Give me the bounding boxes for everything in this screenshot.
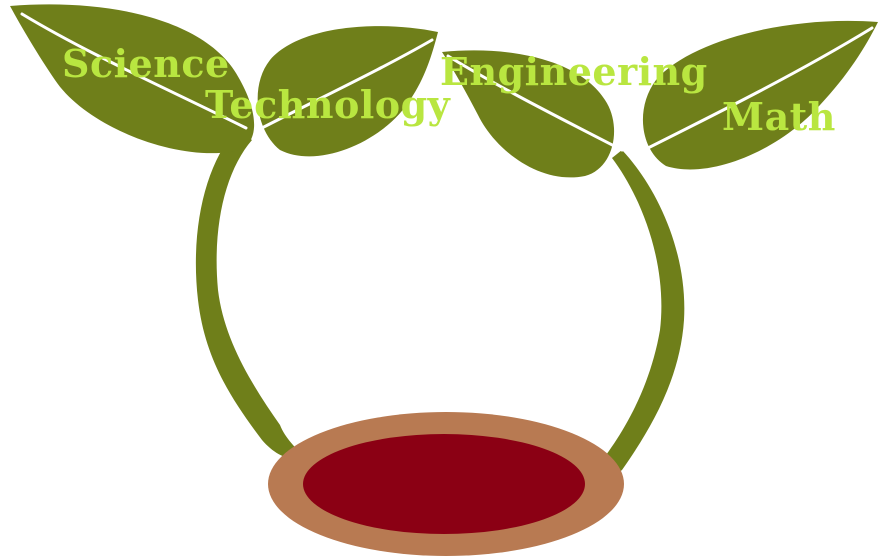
engineering-leaf — [442, 50, 615, 178]
left-sprout-stem — [195, 130, 305, 460]
pot-soil — [303, 434, 585, 534]
technology-leaf-vein — [256, 38, 434, 132]
technology-label: Technology — [205, 82, 451, 127]
engineering-label: Engineering — [440, 49, 708, 94]
math-label: Math — [722, 94, 836, 139]
engineering-leaf-vein — [446, 54, 624, 152]
science-label: Science — [62, 41, 230, 86]
right-sprout-stem — [596, 150, 685, 476]
technology-leaf — [257, 26, 438, 157]
math-leaf-vein — [638, 26, 874, 154]
science-leaf-vein — [20, 12, 248, 130]
